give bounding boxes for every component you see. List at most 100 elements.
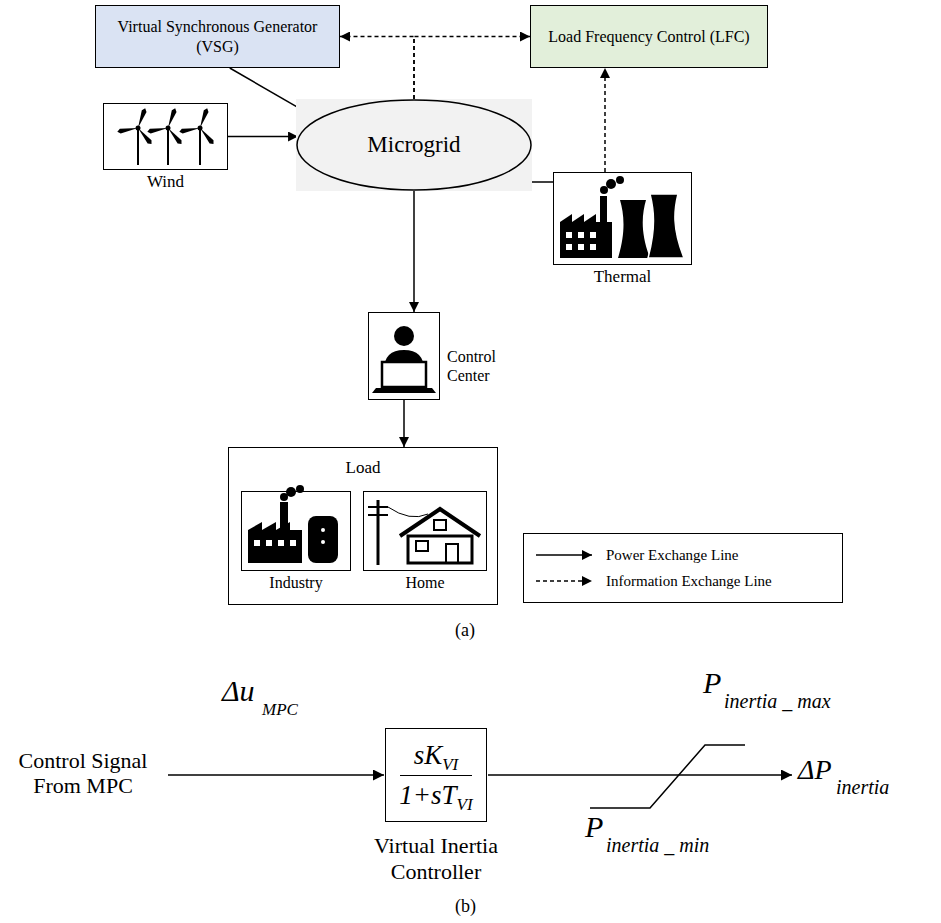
industry-icon: [286, 487, 296, 497]
operator-icon: [372, 388, 436, 393]
home-icon: [368, 500, 480, 565]
signal-symbol: P: [703, 666, 721, 701]
thermal-plant: [560, 176, 684, 258]
legend-sample: [534, 549, 596, 561]
industry-icon: [290, 540, 296, 546]
thermal-plant: [566, 244, 572, 250]
thermal-plant: [590, 244, 596, 250]
legend-box: Power Exchange LineInformation Exchange …: [523, 533, 843, 603]
industry-icon: [321, 528, 325, 532]
signal-symbol: ΔP: [798, 754, 832, 786]
industry-icon: [266, 540, 272, 546]
lfc-box: Load Frequency Control (LFC): [530, 5, 768, 68]
legend-text: Information Exchange Line: [606, 572, 772, 590]
signal-symbol: inertia _ max: [724, 690, 831, 713]
home-icon: [368, 514, 388, 516]
signal-symbol: MPC: [262, 700, 298, 720]
thermal-plant: [578, 232, 584, 238]
thermal-box: Thermal: [553, 172, 692, 265]
caption-label: Control Signal From MPC: [3, 748, 163, 799]
power-line: [228, 136, 298, 138]
legend-line: [536, 580, 592, 582]
thermal-plant: [618, 200, 650, 258]
signal-symbol: inertia _ min: [606, 834, 709, 857]
denominator: 1+sTVI: [399, 779, 472, 811]
operator-icon: [372, 326, 436, 393]
industry-icon: [254, 540, 260, 546]
node-label: Wind: [84, 172, 247, 192]
industry-icon: [248, 522, 302, 563]
thermal-plant: [600, 196, 607, 222]
home-icon: [434, 520, 446, 530]
industry-icon: [278, 540, 284, 546]
thermal-plant: [600, 186, 608, 194]
industry-icon: [308, 516, 338, 563]
home-icon: [377, 500, 380, 565]
numerator: sKVI: [414, 739, 459, 771]
subscript-text: VI: [457, 795, 473, 815]
thermal-plant: [606, 179, 616, 189]
ellipse-shape: [297, 100, 531, 190]
thermal-plant: [616, 176, 624, 184]
industry-icon: [248, 485, 338, 563]
wind-turbines: [117, 107, 154, 165]
wind-turbines: [147, 107, 184, 165]
home-box: Home: [363, 491, 487, 571]
home-icon: [388, 507, 428, 517]
legend-row: Information Exchange Line: [534, 572, 832, 590]
caption-label: (a): [455, 620, 475, 641]
power-line: [413, 191, 415, 312]
transfer-term: sK: [414, 739, 443, 771]
saturation-symbol: [590, 745, 745, 808]
subscript-text: VI: [442, 755, 458, 775]
signal-lines: [488, 774, 792, 776]
virtual-inertia-block: sKVI1+sTVIVirtual Inertia Controller: [385, 728, 487, 822]
wind-turbines: [117, 107, 216, 165]
signal-lines: [168, 774, 384, 776]
information-line: [414, 37, 530, 100]
signal-symbol: P: [585, 810, 603, 845]
information-line: [604, 68, 606, 172]
load-box: IndustryHome Load: [228, 447, 498, 605]
power-line: [403, 400, 405, 447]
information-line: [340, 37, 414, 100]
node-label: Load: [229, 458, 497, 478]
transfer-term: 1+sT: [399, 779, 456, 811]
signal-symbol: inertia: [836, 776, 889, 799]
operator-icon: [394, 326, 414, 346]
node-label: Microgrid: [367, 131, 460, 159]
industry-icon: [321, 540, 325, 544]
node-label: Control Center: [447, 347, 511, 385]
wind-box: Wind: [103, 103, 228, 170]
home-icon: [400, 509, 480, 536]
signal-symbol: Δu: [222, 674, 255, 709]
caption-label: (b): [455, 896, 476, 917]
wind-turbines: [179, 107, 216, 165]
home-icon: [416, 541, 428, 551]
legend-line: [536, 554, 592, 556]
home-icon: [446, 544, 458, 563]
node-label: Load Frequency Control (LFC): [548, 27, 749, 46]
home-icon: [408, 536, 472, 563]
node-label: Thermal: [534, 267, 711, 287]
legend-sample: [534, 575, 596, 587]
industry-box: Industry: [241, 491, 351, 571]
thermal-plant: [566, 232, 572, 238]
microgrid-ellipse: Microgrid: [296, 99, 532, 191]
home-icon: [368, 506, 388, 508]
thermal-plant: [578, 244, 584, 250]
node-label: Virtual Inertia Controller: [351, 833, 521, 886]
fraction-bar: [400, 775, 472, 776]
thermal-plant: [590, 232, 596, 238]
signal-lines: [168, 774, 792, 776]
node-label: Industry: [222, 573, 370, 592]
node-label: Home: [344, 573, 506, 592]
vsg-box: Virtual Synchronous Generator (VSG): [95, 5, 340, 68]
industry-icon: [280, 502, 288, 530]
legend-text: Power Exchange Line: [606, 546, 738, 564]
operator-icon: [382, 362, 426, 387]
node-label: Virtual Synchronous Generator (VSG): [102, 17, 333, 55]
legend-row: Power Exchange Line: [534, 546, 832, 564]
control-center-box: Control Center: [368, 312, 440, 400]
thermal-plant: [648, 194, 684, 258]
